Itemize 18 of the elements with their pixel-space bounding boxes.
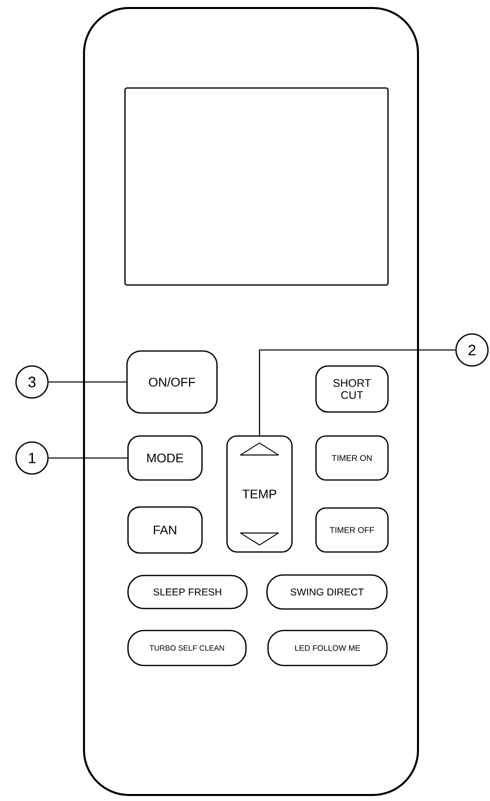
timer-on-button: TIMER ON bbox=[315, 435, 389, 481]
fan-button: FAN bbox=[127, 506, 203, 554]
mode-button: MODE bbox=[127, 435, 203, 481]
callout-number: 2 bbox=[455, 333, 489, 367]
leader-line bbox=[48, 381, 126, 383]
display-screen bbox=[124, 87, 389, 286]
callout-number: 1 bbox=[15, 441, 49, 475]
timer-off-button: TIMER OFF bbox=[315, 507, 389, 553]
leader-line bbox=[258, 349, 456, 436]
power-button: ON/OFF bbox=[126, 350, 218, 414]
led-follow-me-button: LED FOLLOW ME bbox=[267, 630, 388, 666]
swing-direct-button: SWING DIRECT bbox=[266, 574, 388, 610]
leader-line bbox=[48, 457, 128, 459]
temp-button: TEMP bbox=[226, 435, 293, 553]
remote-body bbox=[83, 7, 419, 796]
callout-number: 3 bbox=[15, 365, 49, 399]
sleep-fresh-button: SLEEP FRESH bbox=[127, 574, 248, 610]
shortcut-button: SHORT CUT bbox=[315, 365, 389, 413]
